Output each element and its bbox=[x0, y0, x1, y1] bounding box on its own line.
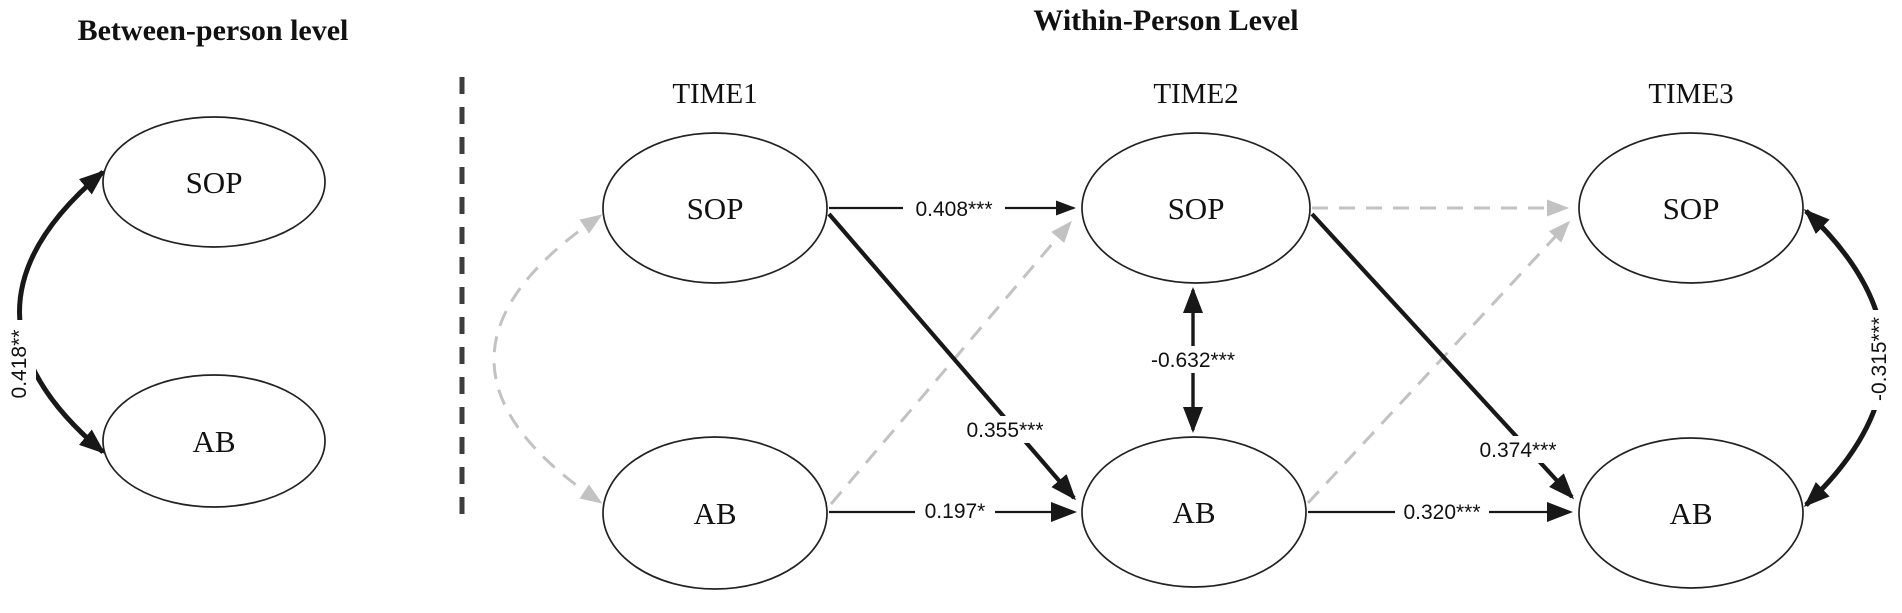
coef-sop1-sop2: 0.408*** bbox=[915, 198, 992, 221]
time3-header: TIME3 bbox=[1648, 78, 1733, 110]
coef-bg-sop1-ab2 bbox=[957, 416, 1053, 443]
coef-ab1-ab2: 0.197* bbox=[925, 500, 986, 523]
coef-sop2-ab2-covariance: -0.632*** bbox=[1151, 349, 1235, 372]
t1-ab-ellipse bbox=[602, 436, 828, 590]
coef-bg-ab1-ab2 bbox=[915, 498, 995, 524]
t1-sop-ab-covariance-dashed-arrow bbox=[492, 214, 603, 504]
time2-header: TIME2 bbox=[1153, 78, 1238, 110]
t2-sop-ellipse bbox=[1081, 132, 1311, 284]
t1-sop-to-t2-ab-arrow bbox=[827, 212, 1076, 501]
t3-ab-label: AB bbox=[1669, 496, 1712, 531]
between-sop-label: SOP bbox=[186, 165, 243, 200]
t2-ab-label: AB bbox=[1172, 495, 1215, 530]
coef-bg-sop2-ab3 bbox=[1470, 436, 1566, 463]
t3-ab-ellipse bbox=[1578, 437, 1804, 589]
t2-sop-label: SOP bbox=[1168, 191, 1225, 226]
between-panel-title: Between-person level bbox=[78, 14, 349, 47]
coef-sop1-ab2: 0.355*** bbox=[966, 419, 1043, 442]
between-ab-label: AB bbox=[192, 424, 235, 459]
between-sop-ab-covariance-arrow bbox=[17, 170, 106, 454]
coef-between-sop-ab-covariance: 0.418** bbox=[8, 330, 31, 399]
between-ab-ellipse bbox=[102, 374, 326, 508]
between-sop-ellipse bbox=[102, 116, 326, 248]
t3-sop-label: SOP bbox=[1663, 191, 1720, 226]
time1-header: TIME1 bbox=[672, 78, 757, 110]
coef-bg-sop3-ab3 bbox=[1862, 310, 1896, 410]
coef-bg-ab2-ab3 bbox=[1395, 499, 1489, 525]
t1-ab-label: AB bbox=[693, 496, 736, 531]
t3-sop-ellipse bbox=[1578, 132, 1804, 284]
coef-sop3-ab3-covariance: -0.315*** bbox=[1868, 317, 1891, 401]
coef-bg-between-cov bbox=[3, 320, 36, 410]
t1-sop-ellipse bbox=[602, 132, 828, 284]
t2-ab-to-t3-sop-dashed-arrow bbox=[1306, 220, 1571, 505]
coef-sop2-ab3: 0.374*** bbox=[1479, 439, 1556, 462]
coef-bg-sop1-sop2 bbox=[903, 194, 1005, 222]
coef-bg-sop2-ab2 bbox=[1139, 346, 1247, 373]
t2-ab-ellipse bbox=[1081, 436, 1307, 588]
t1-sop-label: SOP bbox=[687, 191, 744, 226]
t1-ab-to-t2-sop-dashed-arrow bbox=[829, 220, 1072, 505]
within-panel-title: Within-Person Level bbox=[1033, 4, 1298, 37]
coef-ab2-ab3: 0.320*** bbox=[1403, 501, 1480, 524]
